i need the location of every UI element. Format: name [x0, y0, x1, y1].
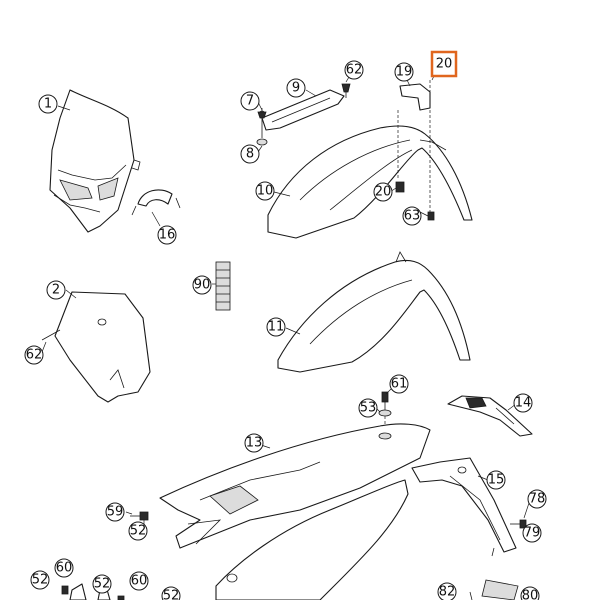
callout-label: 52: [163, 589, 180, 600]
callout-62-top: 62: [344, 60, 364, 80]
callout-52-c: 52: [92, 574, 112, 594]
part-front-fender-lower: [277, 251, 471, 373]
callout-label: 59: [107, 505, 124, 520]
callout-label: 78: [529, 492, 546, 507]
part-filter-strip: [215, 261, 231, 311]
part-rear-bracket: [411, 457, 517, 557]
callout-13: 13: [244, 433, 264, 453]
part-front-fender-upper: [267, 80, 473, 239]
callout-label: 2: [52, 283, 60, 298]
callout-14: 14: [513, 393, 533, 413]
part-number-plate: [41, 291, 151, 403]
callout-20-mid: 20: [373, 182, 393, 202]
callout-11: 11: [266, 317, 286, 337]
callout-label: 52: [32, 573, 49, 588]
callout-61: 61: [389, 374, 409, 394]
part-washer-bolt: [378, 391, 392, 436]
callout-label: 1: [44, 97, 52, 112]
callout-52-d: 52: [161, 586, 181, 600]
callout-label: 82: [439, 585, 456, 600]
part-licence-light: [469, 579, 519, 600]
callout-label: 9: [292, 81, 300, 96]
callout-label: 20: [436, 57, 453, 72]
callout-15: 15: [486, 470, 506, 490]
callout-19: 19: [394, 62, 414, 82]
callout-60-b: 60: [129, 571, 149, 591]
callout-1: 1: [38, 94, 58, 114]
callout-label: 16: [159, 228, 176, 243]
callout-59: 59: [105, 502, 125, 522]
callout-10: 10: [255, 181, 275, 201]
callout-label: 20: [375, 185, 392, 200]
part-clamp: [131, 189, 181, 216]
callout-62-left: 62: [24, 345, 44, 365]
callout-79: 79: [522, 523, 542, 543]
callout-label: 60: [56, 561, 73, 576]
callout-label: 61: [391, 377, 408, 392]
callout-60-a: 60: [54, 558, 74, 578]
part-screws-78-79: [510, 519, 527, 529]
part-headlight-mask: [49, 89, 141, 233]
callout-16: 16: [157, 225, 177, 245]
callout-label: 62: [346, 63, 363, 78]
callout-label: 14: [515, 396, 532, 411]
callout-52-b: 52: [30, 570, 50, 590]
callout-label: 7: [246, 94, 254, 109]
part-tail-bracket: [447, 395, 533, 437]
callout-52-a: 52: [128, 521, 148, 541]
callout-label: 8: [246, 147, 254, 162]
callout-label: 13: [246, 436, 263, 451]
callout-80: 80: [520, 586, 540, 600]
highlight-box: [430, 50, 458, 78]
part-fender-bracket: [258, 89, 345, 131]
callout-7: 7: [240, 91, 260, 111]
callout-90: 90: [192, 275, 212, 295]
callout-label: 53: [360, 401, 377, 416]
callout-label: 52: [130, 524, 147, 539]
callout-2: 2: [46, 280, 66, 300]
callout-label: 62: [26, 348, 43, 363]
callout-label: 63: [404, 209, 421, 224]
part-screws-7-8: [256, 111, 268, 146]
callout-9: 9: [286, 78, 306, 98]
callout-label: 15: [488, 473, 505, 488]
callout-label: 60: [131, 574, 148, 589]
callout-20-highlighted[interactable]: 20: [430, 50, 458, 78]
callout-label: 19: [396, 65, 413, 80]
callout-label: 80: [522, 589, 539, 600]
part-side-cover: [159, 423, 431, 600]
part-bolt-62-top: [341, 83, 351, 98]
callout-label: 52: [94, 577, 111, 592]
callout-78: 78: [527, 489, 547, 509]
callout-label: 10: [257, 184, 274, 199]
callout-63: 63: [402, 206, 422, 226]
callout-53: 53: [358, 398, 378, 418]
callout-82: 82: [437, 582, 457, 600]
callout-label: 79: [524, 526, 541, 541]
callout-label: 11: [268, 320, 285, 335]
callout-8: 8: [240, 144, 260, 164]
callout-label: 90: [194, 278, 211, 293]
